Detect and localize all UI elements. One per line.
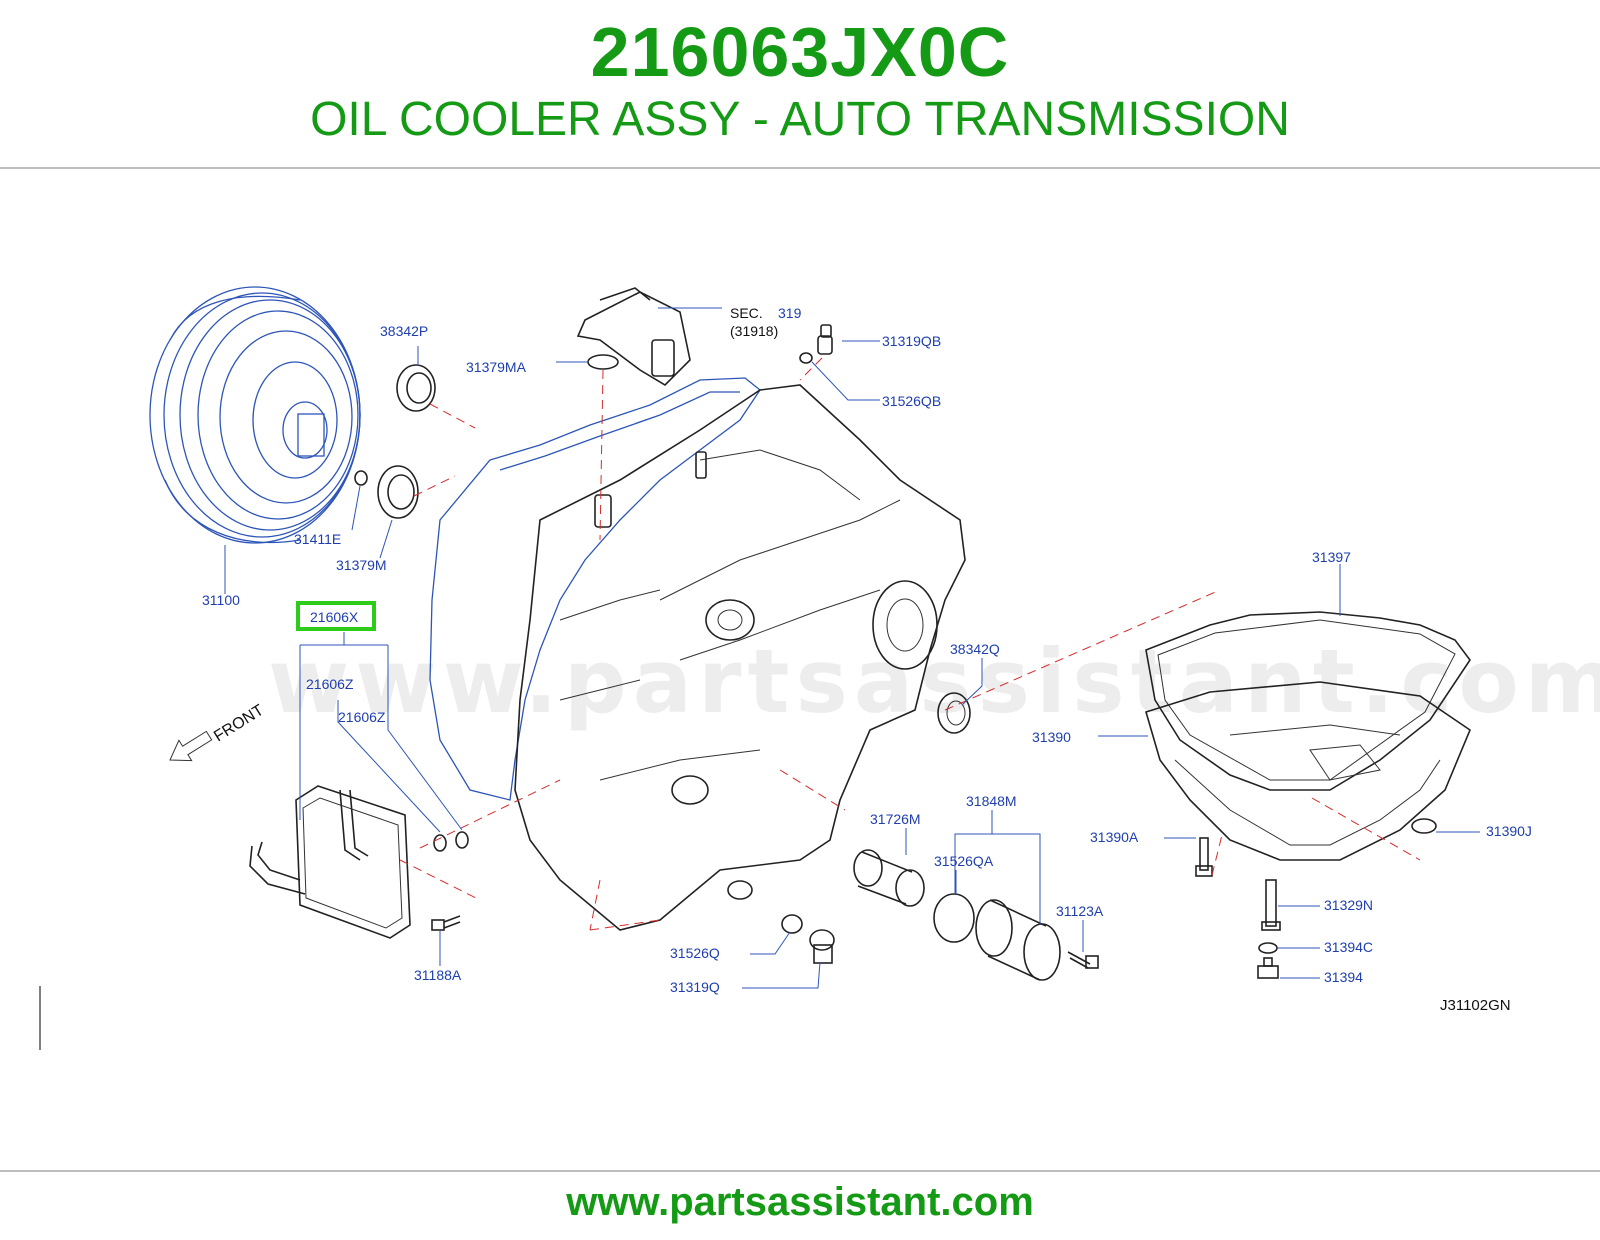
part-label-31394[interactable]: 31394 [1324, 969, 1363, 985]
part-label-31394C[interactable]: 31394C [1324, 939, 1373, 955]
footer-divider [0, 1170, 1600, 1172]
seal-38342P [396, 364, 436, 412]
o-ring-31526QA [933, 893, 975, 943]
front-arrow [169, 730, 213, 762]
highlight-box-21606X [296, 601, 376, 631]
front-label: FRONT [211, 702, 267, 746]
plug-31394 [1257, 957, 1279, 979]
part-label-31411E[interactable]: 31411E [294, 531, 341, 547]
washer-31390J [1411, 818, 1437, 834]
part-label-31526QA[interactable]: 31526QA [934, 853, 994, 869]
part-label-21606X[interactable]: 21606X [310, 609, 359, 625]
part-label-31526Q[interactable]: 31526Q [670, 945, 720, 961]
oil-pan-gasket-31397 [1145, 611, 1471, 791]
part-description: OIL COOLER ASSY - AUTO TRANSMISSION [310, 93, 1290, 146]
o-ring-31526Q [781, 914, 803, 934]
part-label-31379MA[interactable]: 31379MA [466, 359, 527, 375]
part-label-31726M[interactable]: 31726M [870, 811, 921, 827]
part-label-31319QB[interactable]: 31319QB [882, 333, 941, 349]
seal-31379M [377, 465, 419, 519]
part-label-31188A[interactable]: 31188A [414, 967, 462, 983]
part-label-31526QB[interactable]: 31526QB [882, 393, 941, 409]
case-gasket-face [429, 377, 761, 801]
transmission-case-drawing [514, 384, 966, 931]
oil-cooler-drawing [249, 785, 411, 939]
section-sub: (31918) [730, 323, 778, 339]
o-rings-21606Z [433, 831, 469, 852]
bolt-31390A [1195, 837, 1213, 877]
bolt-31188A [431, 915, 461, 931]
page-header: 216063JX0C OIL COOLER ASSY - AUTO TRANSM… [0, 0, 1600, 168]
header-divider [0, 167, 1600, 169]
part-label-31100[interactable]: 31100 [202, 592, 240, 608]
section-link-319[interactable]: 319 [778, 305, 802, 321]
pipe-31329N [1261, 879, 1281, 931]
diagram-code: J31102GN [1440, 997, 1511, 1014]
part-label-21606Z-a[interactable]: 21606Z [306, 676, 354, 692]
o-ring-31526QB [799, 352, 813, 364]
watermark: www.partsassistant.com [268, 630, 1600, 733]
part-label-31123A[interactable]: 31123A [1056, 903, 1104, 919]
part-number-title: 216063JX0C [590, 13, 1010, 91]
filter-31726M [853, 849, 925, 907]
plug-31319QB [817, 324, 833, 355]
exploded-parts-diagram: www.partsassistant.com [39, 286, 1600, 1050]
sensor-drawing [576, 287, 691, 387]
part-label-31390[interactable]: 31390 [1032, 729, 1071, 745]
part-label-31390J[interactable]: 31390J [1486, 823, 1532, 839]
alignment-lines [399, 357, 1421, 931]
filter-31848M [975, 899, 1061, 981]
leader-lines [224, 307, 1480, 989]
section-prefix: SEC. [730, 305, 763, 321]
plug-31319Q [809, 929, 835, 964]
seal-38342Q [937, 692, 971, 734]
bolt-31123A [1067, 951, 1099, 969]
part-label-31379M[interactable]: 31379M [336, 557, 387, 573]
part-label-31848M[interactable]: 31848M [966, 793, 1017, 809]
part-label-31319Q[interactable]: 31319Q [670, 979, 720, 995]
footer-url-link[interactable]: www.partsassistant.com [566, 1180, 1034, 1224]
torque-converter-drawing [149, 286, 361, 544]
part-label-31390A[interactable]: 31390A [1090, 829, 1139, 845]
o-ring-31411E [354, 470, 368, 486]
part-label-21606Z-b[interactable]: 21606Z [338, 709, 386, 725]
part-label-31329N[interactable]: 31329N [1324, 897, 1373, 913]
washer-31394C [1258, 942, 1278, 954]
oil-pan-31390 [1145, 681, 1471, 861]
part-label-38342Q[interactable]: 38342Q [950, 641, 1000, 657]
washer-31379MA [587, 354, 619, 370]
part-label-31397[interactable]: 31397 [1312, 549, 1351, 565]
part-label-38342P[interactable]: 38342P [380, 323, 428, 339]
